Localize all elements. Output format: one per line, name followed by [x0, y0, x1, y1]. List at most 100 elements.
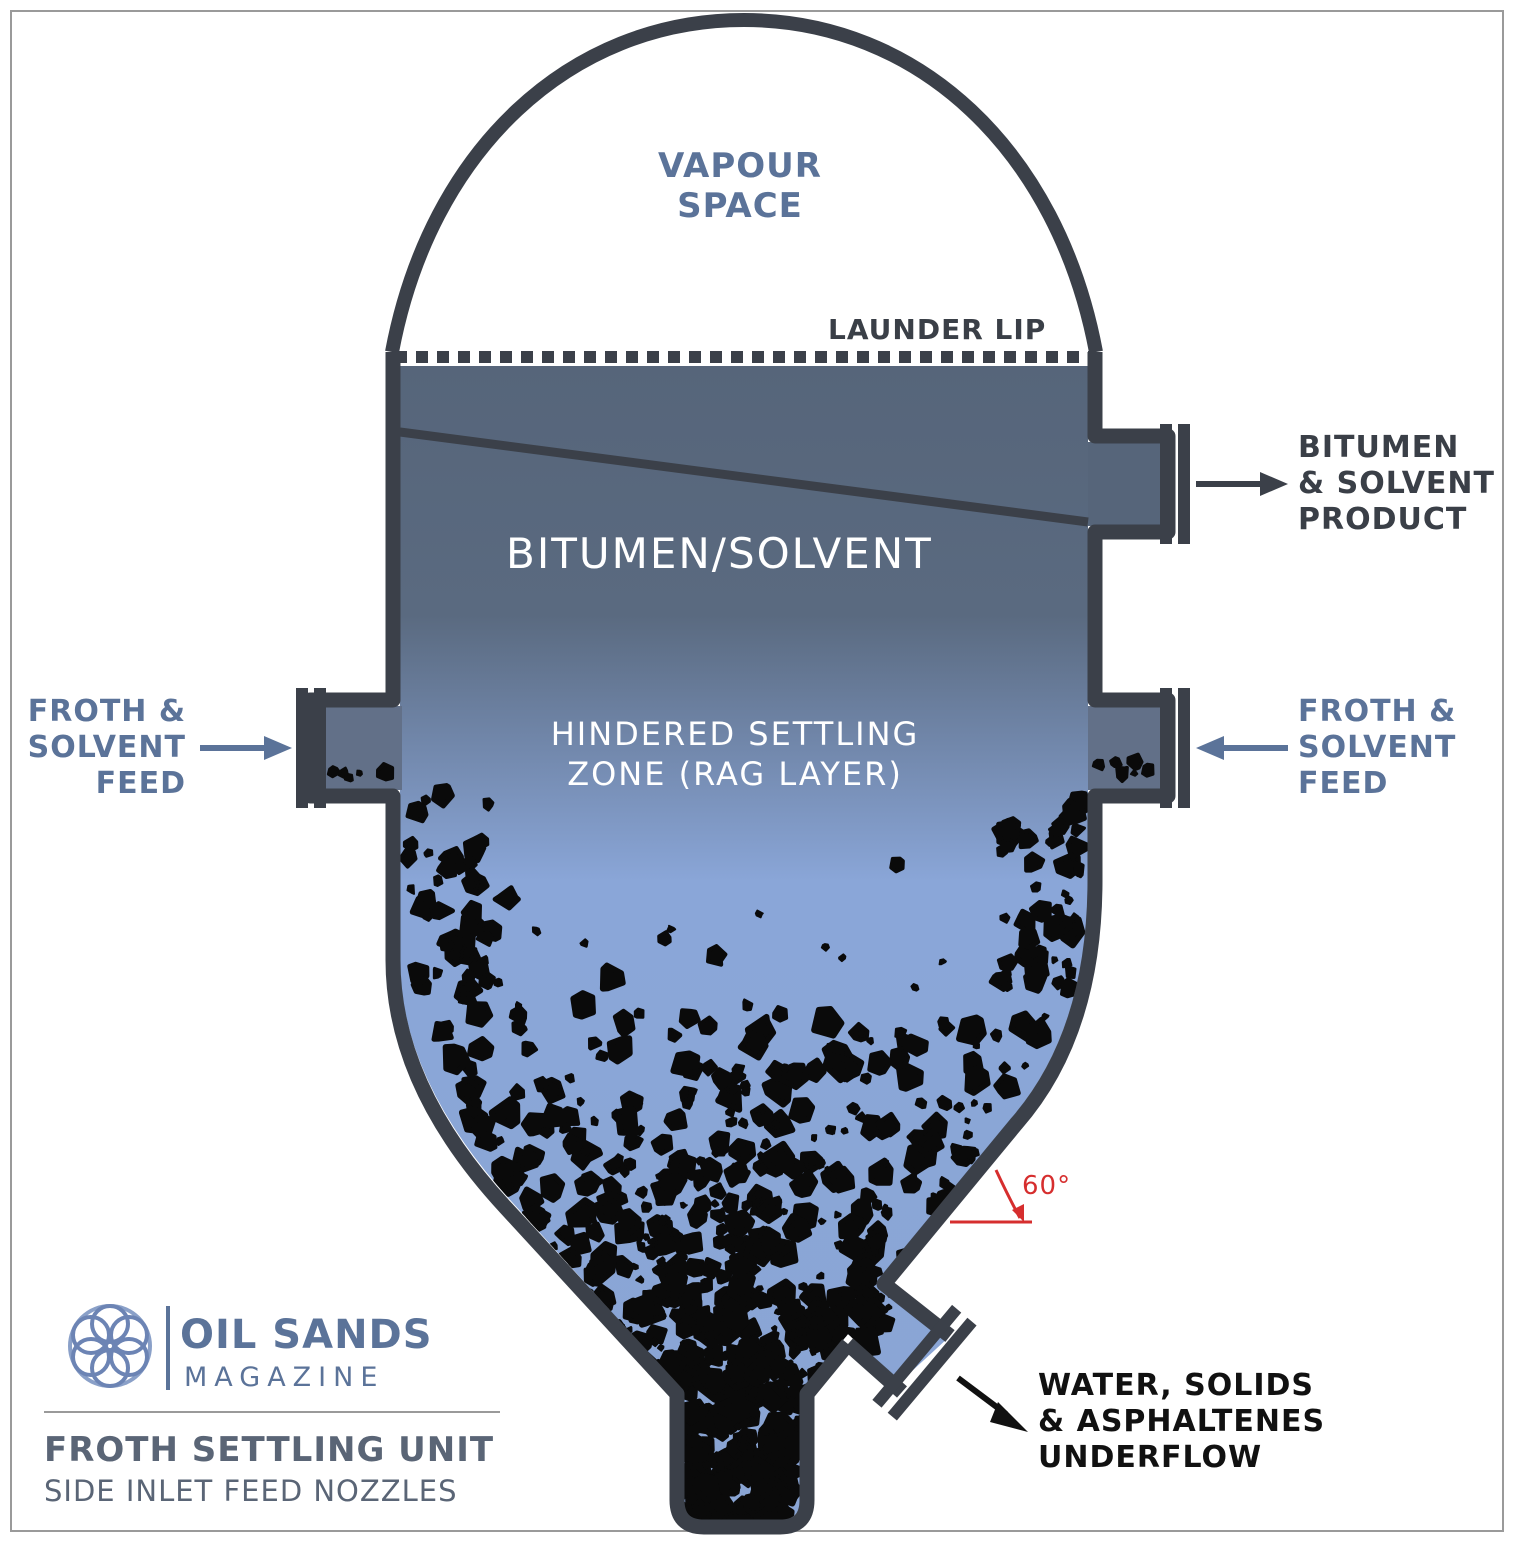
solid-particle [670, 1050, 701, 1077]
solid-particle [982, 1103, 992, 1114]
solid-particle [930, 1192, 937, 1200]
solid-particle [996, 953, 1019, 971]
solid-particle [749, 1264, 762, 1277]
solid-particle [895, 1062, 924, 1092]
solid-particle [679, 1201, 688, 1209]
solid-particle [815, 1436, 824, 1447]
solid-particle [988, 971, 1013, 992]
solid-particle [626, 1434, 640, 1448]
solid-particle [521, 1040, 539, 1058]
solid-particle [638, 1394, 671, 1426]
solid-particle [1030, 881, 1042, 893]
solid-particle [685, 1341, 696, 1352]
solid-particle [814, 1397, 841, 1429]
solid-particle [566, 1329, 590, 1357]
solid-particle [758, 1424, 770, 1436]
solid-particle [962, 1129, 973, 1140]
solid-particle [737, 1117, 749, 1130]
solid-particle [597, 1399, 608, 1409]
solid-particle [726, 1271, 756, 1304]
solid-particle [834, 1210, 842, 1219]
solid-particle [825, 1400, 833, 1409]
solid-particle [591, 1386, 616, 1410]
solid-particle [579, 1324, 611, 1361]
solid-particle [816, 1271, 825, 1280]
solid-particle [647, 1458, 657, 1468]
solid-particle [607, 1407, 616, 1417]
solid-particle [475, 930, 494, 947]
solid-particle [642, 1425, 659, 1443]
solid-particle [810, 1392, 839, 1419]
solid-particle [849, 1374, 858, 1386]
solid-particle [1051, 975, 1065, 991]
solid-particle [749, 1103, 775, 1128]
solid-particle [503, 1118, 511, 1127]
solid-particle [648, 1412, 668, 1434]
solid-particle [768, 1115, 781, 1130]
solid-particle [699, 1156, 723, 1183]
solid-particle [725, 1364, 745, 1386]
solid-particle [641, 1474, 674, 1502]
solid-particle [663, 1108, 688, 1132]
solid-particle [623, 1436, 631, 1444]
solid-particle [646, 1420, 668, 1441]
solid-particle [579, 1148, 590, 1160]
solid-particle [637, 1484, 662, 1510]
solid-particle [1062, 798, 1087, 825]
solid-particle [679, 1231, 704, 1255]
solid-particle [715, 1269, 733, 1285]
vapour-space-label: VAPOUR SPACE [658, 146, 822, 226]
solid-particle [825, 1124, 837, 1135]
solid-particle [881, 1203, 889, 1211]
solid-particle [677, 1251, 688, 1261]
solid-particle [768, 1430, 778, 1439]
solid-particle [840, 1126, 849, 1135]
solid-particle [658, 1214, 668, 1226]
solid-particle [566, 1337, 582, 1355]
solid-particle [666, 924, 677, 934]
solid-particle [479, 955, 489, 965]
solid-particle [755, 1381, 788, 1414]
solid-particle [641, 1456, 667, 1486]
solid-particle [639, 1478, 659, 1496]
solid-particle [493, 977, 504, 988]
solid-particle [629, 1453, 651, 1474]
solid-particle [775, 1466, 788, 1481]
solid-particle [423, 848, 434, 858]
solid-particle [594, 1367, 616, 1392]
solid-particle [467, 878, 481, 893]
solid-particle [616, 1208, 642, 1237]
solid-particle [1008, 1010, 1039, 1044]
solid-particle [842, 1378, 858, 1393]
solid-particle [760, 1444, 773, 1458]
solid-particle [937, 1016, 950, 1030]
solid-particle [754, 909, 764, 919]
solid-particle [619, 1433, 643, 1462]
solid-particle [573, 1309, 595, 1334]
solid-particle [776, 1297, 806, 1324]
solid-particle [760, 1138, 772, 1151]
solid-particle [805, 1311, 824, 1330]
solid-particle [375, 762, 395, 782]
solid-particle [646, 1474, 671, 1499]
solid-particle [591, 1338, 608, 1357]
solid-particle [433, 874, 444, 887]
solid-particle [616, 1352, 628, 1368]
solid-particle [1029, 900, 1052, 923]
solid-particle [735, 1435, 743, 1444]
solid-particle [710, 1207, 727, 1224]
solid-particle [645, 1459, 676, 1489]
solid-particle [716, 1395, 750, 1423]
solid-particle [584, 1326, 606, 1349]
solid-particle [669, 1308, 686, 1325]
solid-particle [599, 962, 626, 992]
solid-particle [737, 1031, 769, 1061]
solid-particle [860, 1257, 874, 1272]
solid-particle [846, 1101, 861, 1116]
solid-particle [1018, 927, 1041, 950]
solid-particle [543, 1103, 565, 1129]
solid-particle [784, 1480, 794, 1490]
launder-lip-label: LAUNDER LIP [828, 313, 1047, 346]
solid-particle [820, 1416, 840, 1437]
solid-particle [603, 1154, 626, 1176]
